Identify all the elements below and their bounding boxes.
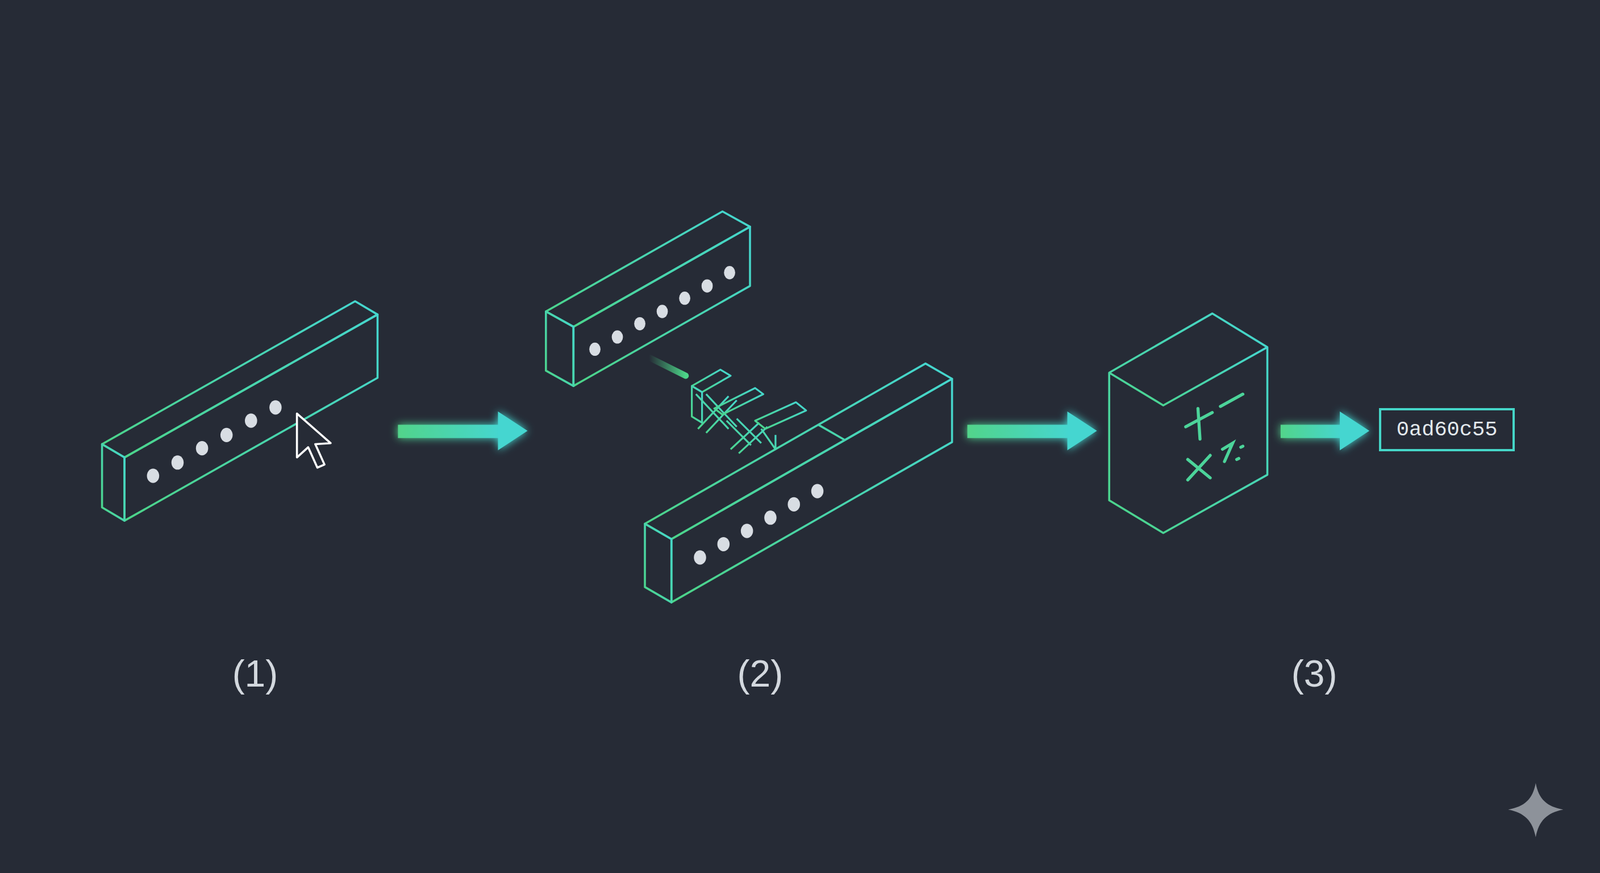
password-field: [102, 301, 378, 521]
salt-field: [546, 211, 750, 386]
step-number: (2): [737, 654, 784, 693]
combined-field: [644, 363, 953, 603]
step-number: (3): [1291, 654, 1338, 693]
hash-value: 0ad60c55: [1396, 418, 1498, 442]
mouse-cursor: [297, 413, 331, 468]
combined-dots: [693, 484, 824, 565]
step-number: (1): [232, 654, 279, 693]
salt-dots: [589, 265, 736, 356]
sparkle-watermark: [1507, 782, 1564, 837]
mixing-symbol: [692, 369, 807, 453]
math-symbols: [1185, 393, 1244, 480]
masked-dots: [147, 400, 282, 483]
hash-output-box: 0ad60c55: [1378, 407, 1515, 452]
motion-streak: [648, 357, 686, 376]
hash-function-cube: [1109, 313, 1268, 533]
